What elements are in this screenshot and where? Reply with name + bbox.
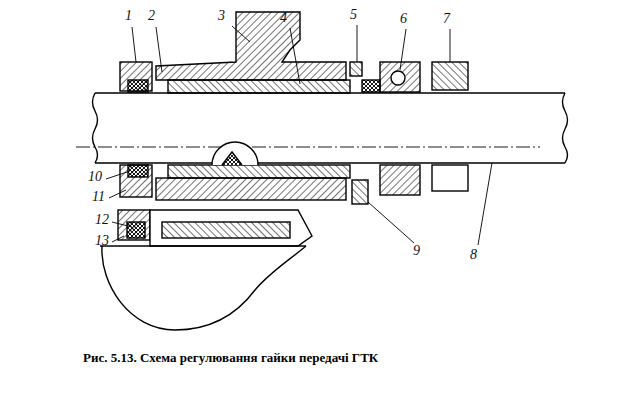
callout-number: 10 (88, 170, 102, 184)
shaft-break (93, 93, 98, 163)
housing-outline (102, 246, 306, 330)
leader-lines (106, 25, 492, 245)
break-out (212, 142, 258, 165)
callout-number: 7 (443, 12, 450, 26)
seal (128, 165, 148, 177)
callout-number: 12 (95, 213, 109, 227)
sleeve (168, 80, 350, 93)
bolt (352, 180, 368, 204)
ring-groove (391, 71, 405, 85)
nut (120, 62, 152, 91)
seal (128, 80, 148, 92)
housing-edge (100, 245, 306, 246)
ring (380, 62, 420, 92)
nut-section (162, 222, 290, 238)
callout-number: 9 (413, 244, 420, 258)
housing-body (150, 210, 312, 246)
sleeve (168, 165, 350, 178)
ball (222, 152, 242, 165)
callout-number: 2 (148, 9, 155, 23)
ring (380, 165, 420, 195)
screw (350, 62, 362, 76)
shaft (95, 93, 565, 163)
callout-number: 11 (92, 190, 105, 204)
callout-number: 13 (95, 234, 109, 248)
callout-number: 1 (125, 9, 132, 23)
callout-number: 4 (280, 11, 287, 25)
lock-nut (432, 165, 468, 191)
callout-number: 8 (470, 248, 477, 262)
nut-body (156, 12, 346, 80)
figure-caption: Рис. 5.13. Схема регулювання гайки перед… (83, 351, 378, 365)
lock-nut (432, 62, 468, 90)
shaft-break (563, 93, 568, 163)
seal (127, 222, 145, 238)
nut (120, 165, 152, 197)
center-line (76, 147, 540, 148)
seal (362, 80, 380, 92)
callout-number: 6 (400, 12, 407, 26)
callout-number: 3 (218, 9, 225, 23)
nut-body (156, 178, 346, 200)
callout-number: 5 (350, 8, 357, 22)
